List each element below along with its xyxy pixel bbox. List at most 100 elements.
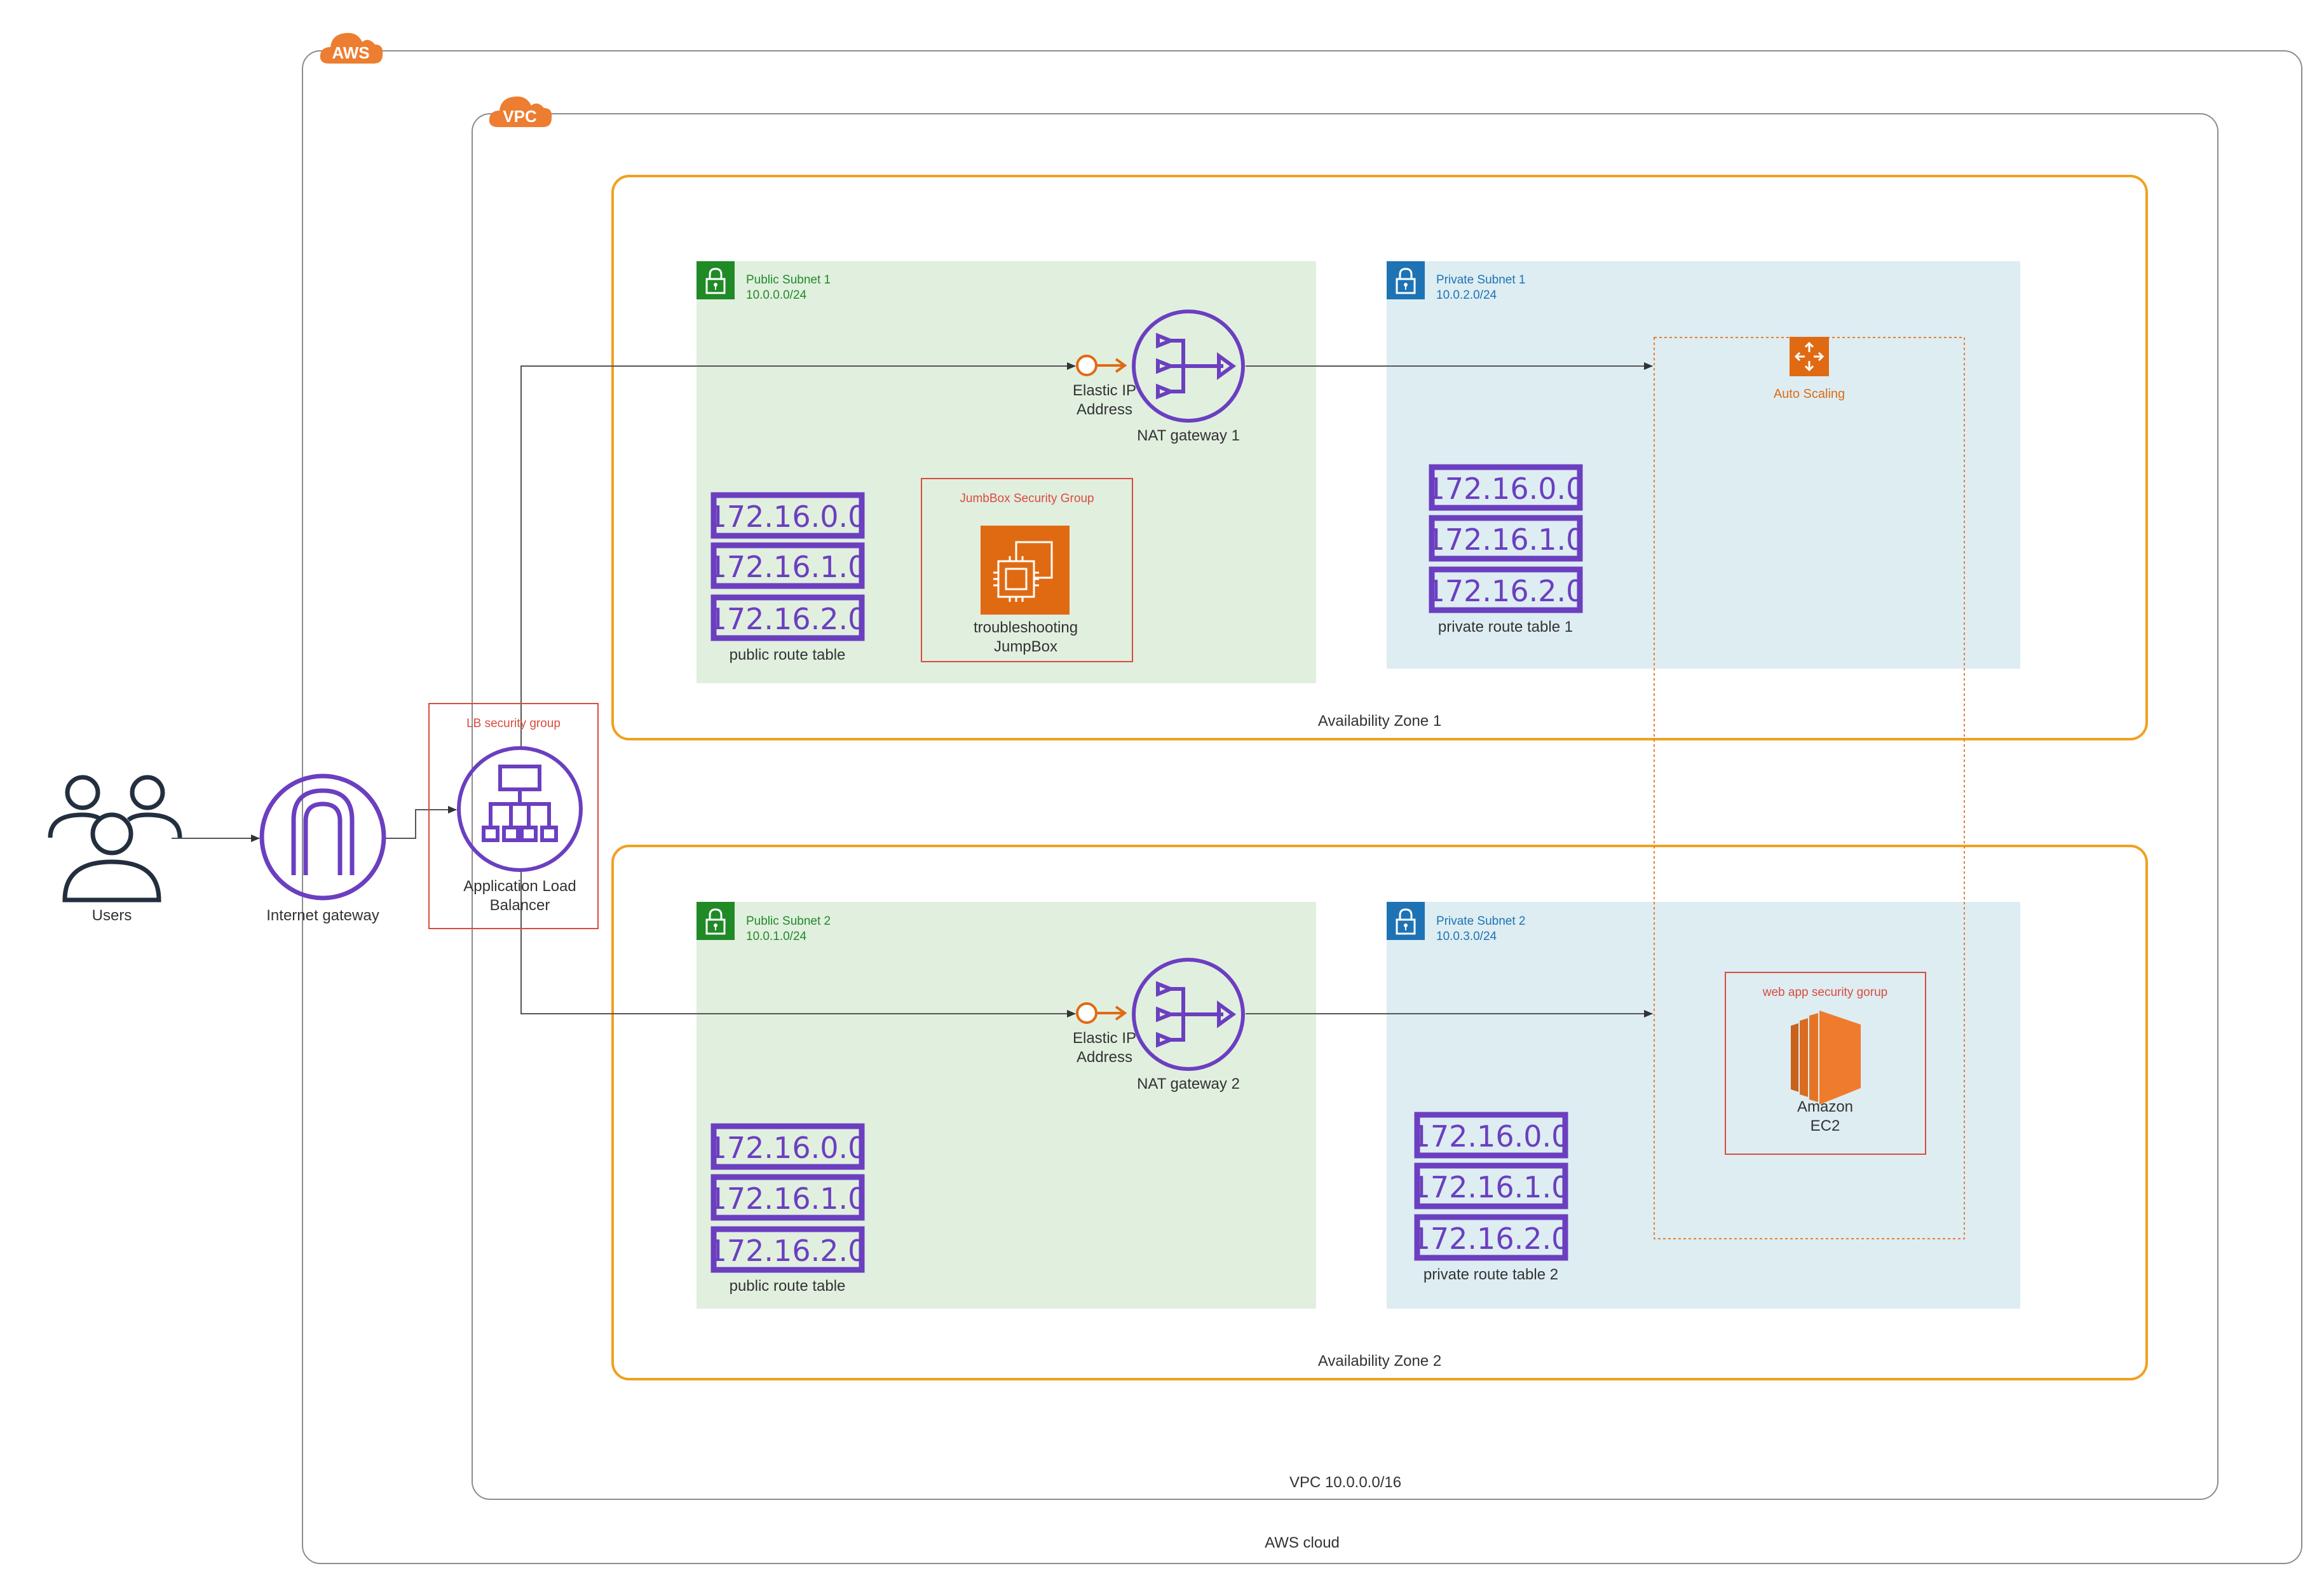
application-load-balancer-node[interactable]: Application Load Balancer <box>457 746 583 914</box>
route-entry-box <box>710 542 865 589</box>
elastic-ip-icon <box>1076 355 1127 376</box>
route-entry: 172.16.1.0 <box>709 1182 867 1216</box>
load-balancer-icon <box>457 746 583 872</box>
public-route-table-1[interactable]: 172.16.0.0 172.16.1.0 172.16.2.0 public … <box>709 492 867 664</box>
route-entry: 172.16.0.0 <box>709 500 867 534</box>
elastic-ip-2-label-line-1: Elastic IP <box>1073 1030 1136 1047</box>
availability-zone-2 <box>611 845 2148 1380</box>
jumpbox-node[interactable]: troubleshooting JumpBox <box>974 526 1078 655</box>
private-subnet-2-area <box>1387 902 2020 1309</box>
public-route-table-2-label: public route table <box>730 1277 846 1295</box>
webapp-security-group: web app security gorup <box>1725 972 1926 1155</box>
lock-icon <box>697 261 735 299</box>
elastic-ip-icon <box>1076 1002 1127 1024</box>
users-icon <box>48 775 182 902</box>
route-entry: 172.16.0.0 <box>1427 472 1585 506</box>
availability-zone-1 <box>611 175 2148 740</box>
edge-igw-alb <box>386 806 457 839</box>
jumpbox-label-line-2: JumpBox <box>994 638 1057 655</box>
lb-security-group-label: LB security group <box>466 717 561 730</box>
public-subnet-1-name: Public Subnet 1 <box>746 273 831 287</box>
edge-alb-eip1 <box>520 362 1076 747</box>
lock-icon <box>697 902 735 940</box>
private-subnet-2: Private Subnet 2 10.0.3.0/24 <box>1387 902 2020 1309</box>
private-subnet-2-name: Private Subnet 2 <box>1436 915 1525 928</box>
auto-scaling-label: Auto Scaling <box>1774 387 1845 401</box>
auto-scaling-group: Auto Scaling <box>1654 337 1965 1239</box>
availability-zone-1-label: Availability Zone 1 <box>1318 712 1441 730</box>
vpc-cloud-icon: VPC <box>489 96 552 127</box>
route-entry: 172.16.1.0 <box>709 550 867 584</box>
vpc-badge-label: VPC <box>503 107 537 126</box>
route-entry-box <box>1429 566 1583 613</box>
elastic-ip-1-node[interactable]: Elastic IP Address <box>1073 355 1136 418</box>
route-entry-box <box>1429 515 1583 562</box>
route-entry-box <box>710 1123 865 1170</box>
nat-gateway-2-node[interactable]: NAT gateway 2 <box>1132 958 1245 1093</box>
route-entry: 172.16.2.0 <box>1412 1222 1570 1256</box>
lb-security-group: LB security group <box>428 703 599 929</box>
lock-icon <box>1387 261 1425 299</box>
private-subnet-1-name: Private Subnet 1 <box>1436 273 1525 287</box>
public-subnet-2: Public Subnet 2 10.0.1.0/24 <box>697 902 1316 1309</box>
edge-alb-eip2 <box>520 871 1076 1018</box>
internet-gateway-label: Internet gateway <box>266 907 379 924</box>
alb-label-line-1: Application Load <box>463 878 576 895</box>
alb-label-line-2: Balancer <box>490 897 550 914</box>
private-route-table-1[interactable]: 172.16.0.0 172.16.1.0 172.16.2.0 private… <box>1427 464 1585 636</box>
auto-scaling-icon <box>1790 337 1829 376</box>
route-entry-box <box>1429 464 1583 511</box>
internet-gateway-node[interactable]: Internet gateway <box>259 773 386 924</box>
aws-cloud-border <box>302 50 2302 1564</box>
elastic-ip-1-label-line-1: Elastic IP <box>1073 382 1136 399</box>
lb-security-group-border <box>428 703 599 929</box>
private-route-table-2[interactable]: 172.16.0.0 172.16.1.0 172.16.2.0 private… <box>1412 1112 1570 1283</box>
nat-gateway-icon <box>1132 958 1245 1071</box>
vpc-label: VPC 10.0.0.0/16 <box>1289 1474 1401 1491</box>
nat-gateway-2-label: NAT gateway 2 <box>1137 1075 1240 1093</box>
route-entry-box <box>1414 1214 1568 1261</box>
route-entry: 172.16.2.0 <box>709 602 867 636</box>
ec2-node[interactable]: Amazon EC2 <box>1791 1011 1861 1134</box>
aws-cloud-label: AWS cloud <box>1265 1534 1340 1551</box>
elastic-ip-2-node[interactable]: Elastic IP Address <box>1073 1002 1136 1066</box>
route-entry-box <box>710 1226 865 1273</box>
ec2-label-line-2: EC2 <box>1811 1117 1840 1134</box>
route-entry-box <box>710 492 865 539</box>
jumpbox-label-line-1: troubleshooting <box>974 619 1078 636</box>
public-subnet-2-area <box>697 902 1316 1309</box>
private-route-table-2-label: private route table 2 <box>1424 1266 1558 1283</box>
aws-badge-label: AWS <box>332 43 369 62</box>
private-subnet-2-cidr: 10.0.3.0/24 <box>1436 930 1497 943</box>
route-entry: 172.16.2.0 <box>1427 574 1585 608</box>
jumpbox-security-group: JumbBox Security Group <box>921 478 1133 662</box>
connections <box>172 362 1653 1018</box>
internet-gateway-icon <box>259 773 386 901</box>
ec2-instance-icon <box>1791 1011 1861 1105</box>
lock-icon <box>1387 902 1425 940</box>
ec2-instance-icon <box>981 526 1070 615</box>
nat-gateway-1-node[interactable]: NAT gateway 1 <box>1132 310 1245 444</box>
nat-gateway-icon <box>1132 310 1245 423</box>
aws-cloud-group: AWS AWS cloud <box>302 32 2302 1564</box>
users-node[interactable]: Users <box>48 775 182 924</box>
public-route-table-2[interactable]: 172.16.0.0 172.16.1.0 172.16.2.0 public … <box>709 1123 867 1295</box>
availability-zone-2-label: Availability Zone 2 <box>1318 1352 1441 1370</box>
route-entry: 172.16.2.0 <box>709 1234 867 1268</box>
private-subnet-1-cidr: 10.0.2.0/24 <box>1436 289 1497 302</box>
public-subnet-2-name: Public Subnet 2 <box>746 915 831 928</box>
elastic-ip-2-label-line-2: Address <box>1077 1049 1132 1066</box>
private-route-table-1-label: private route table 1 <box>1438 618 1573 636</box>
jumpbox-security-group-border <box>921 478 1133 662</box>
vpc-border <box>472 113 2219 1500</box>
route-entry: 172.16.1.0 <box>1427 522 1585 557</box>
public-route-table-1-label: public route table <box>730 646 846 664</box>
vpc-group: VPC VPC 10.0.0.0/16 <box>472 96 2219 1500</box>
public-subnet-2-cidr: 10.0.1.0/24 <box>746 930 807 943</box>
route-entry-box <box>710 594 865 641</box>
public-subnet-1-cidr: 10.0.0.0/24 <box>746 289 807 302</box>
route-entry-box <box>710 1174 865 1221</box>
elastic-ip-1-label-line-2: Address <box>1077 401 1132 418</box>
jumpbox-security-group-label: JumbBox Security Group <box>960 492 1094 505</box>
nat-gateway-1-label: NAT gateway 1 <box>1137 427 1240 444</box>
